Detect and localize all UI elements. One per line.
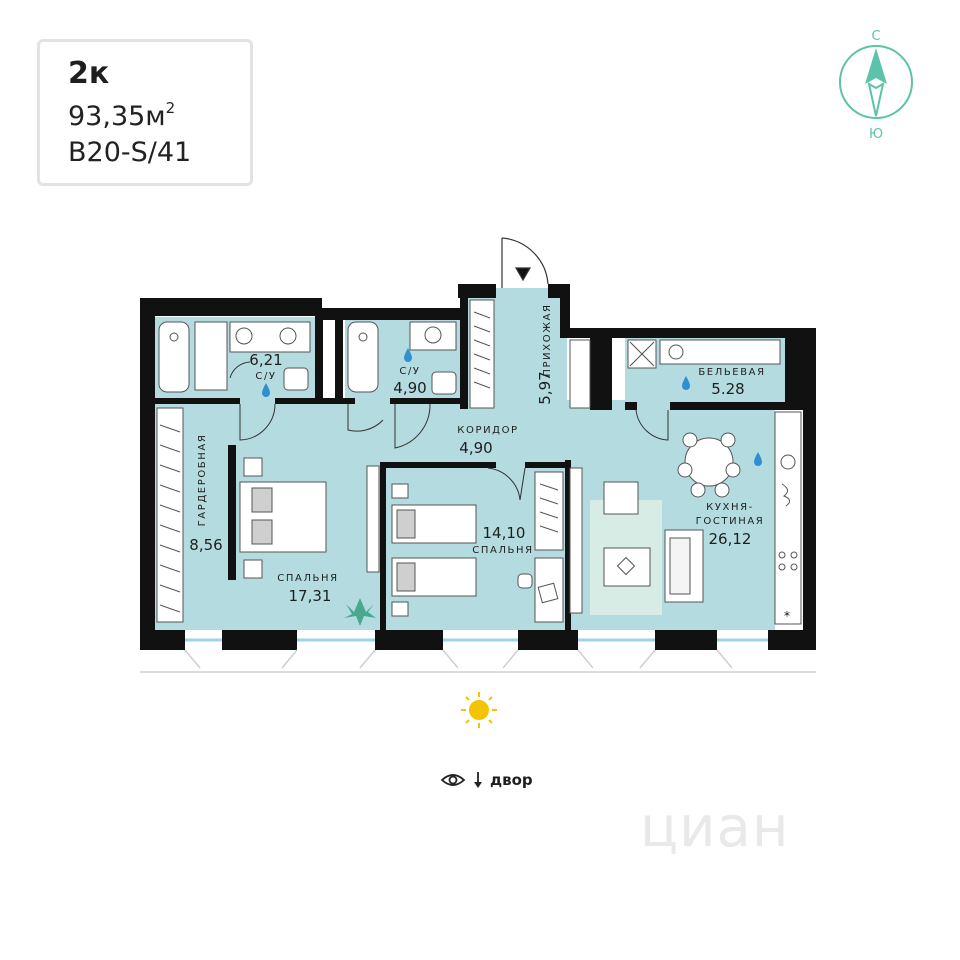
bathroom2-label: С/У (399, 366, 420, 377)
bedroom2-area: 14,10 (483, 524, 526, 542)
wardrobe-label: ГАРДЕРОБНАЯ (197, 434, 208, 527)
balcony-edge (140, 649, 816, 673)
bedroom2-label: СПАЛЬНЯ (472, 545, 533, 556)
laundry-area: 5.28 (711, 380, 744, 398)
bathroom-fixtures (158, 321, 781, 395)
rooms-count: 2к (68, 56, 110, 91)
wardrobe-area: 8,56 (189, 536, 222, 554)
bedroom1-furniture (239, 457, 380, 579)
kitchen-area: 26,12 (709, 530, 752, 548)
wardrobe-closet (156, 407, 184, 623)
compass-south-label: Ю (869, 127, 883, 142)
fridge-icon: * (784, 609, 790, 623)
corridor-area: 4,90 (459, 439, 492, 457)
kitchen-living-furniture (603, 411, 802, 625)
laundry-label: БЕЛЬЕВАЯ (698, 367, 765, 378)
watermark: циан (640, 795, 790, 860)
bathroom1-area: 6,21 (249, 351, 282, 369)
eye-icon (440, 774, 466, 786)
sun-icon (461, 692, 497, 728)
hallway-area: 5,97 (536, 371, 554, 404)
kitchen-label-line1: КУХНЯ- (706, 502, 754, 513)
hallway-wardrobe (469, 299, 591, 409)
bathroom2-area: 4,90 (393, 379, 426, 397)
entrance-door (501, 237, 549, 288)
view-direction: двор (440, 768, 533, 792)
kitchen-label-line2: ГОСТИНАЯ (696, 516, 765, 527)
view-label: двор (490, 771, 533, 789)
interior-doors (229, 361, 669, 501)
arrow-down-icon (474, 772, 482, 788)
plant-icon (344, 598, 376, 626)
water-drop-icons (262, 348, 762, 466)
bedroom2-furniture (391, 467, 583, 623)
compass-north-label: С (871, 29, 880, 44)
bedroom1-label: СПАЛЬНЯ (277, 573, 338, 584)
compass-icon: С Ю (839, 29, 913, 142)
hallway-label: ПРИХОЖАЯ (542, 303, 553, 376)
apartment-area: 93,35м2 (68, 99, 176, 132)
bathroom1-label: С/У (255, 371, 276, 382)
apartment-code: B20-S/41 (68, 137, 192, 168)
walls (140, 284, 816, 650)
apartment-info-card: 2к 93,35м2 B20-S/41 (37, 39, 253, 186)
bedroom1-area: 17,31 (289, 587, 332, 605)
corridor-label: КОРИДОР (457, 425, 518, 436)
